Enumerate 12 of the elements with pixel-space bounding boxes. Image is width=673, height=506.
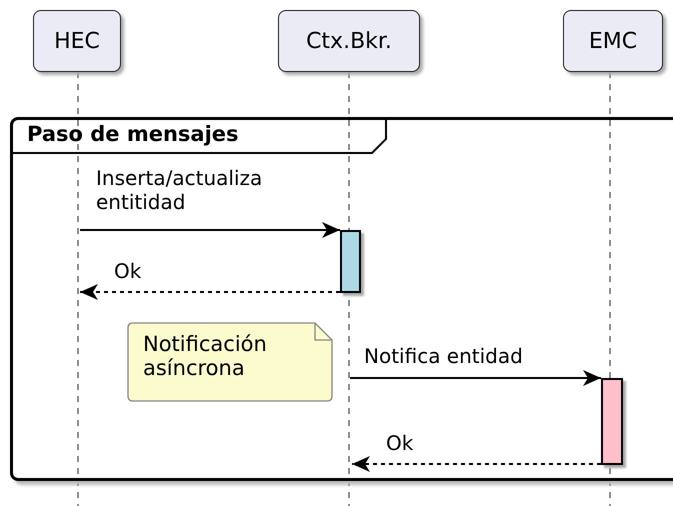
activation-bar	[601, 378, 623, 465]
participant-box: Ctx.Bkr.	[278, 10, 420, 72]
fragment-title: Paso de mensajes	[27, 122, 239, 146]
activation-bar	[340, 230, 361, 293]
message-arrow	[80, 284, 340, 300]
message-arrow	[80, 222, 340, 238]
participant-box: EMC	[563, 10, 663, 72]
note-text: Notificación asíncrona	[143, 332, 268, 380]
participant-box: HEC	[33, 10, 121, 72]
fragment-frame	[10, 117, 673, 481]
message-arrow	[350, 370, 601, 386]
message-arrow	[352, 456, 601, 472]
